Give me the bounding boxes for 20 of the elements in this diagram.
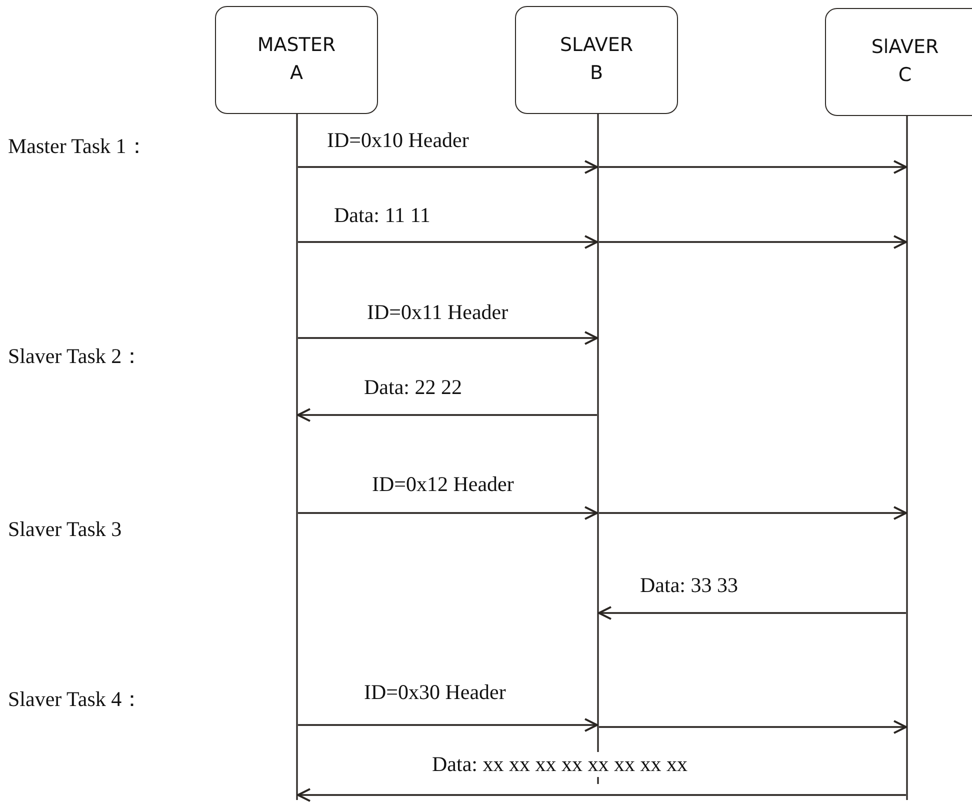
arrow [298,718,598,732]
arrow [599,506,907,520]
edge-label: Data: xx xx xx xx xx xx xx xx [430,752,690,777]
participant-box: SLAVER B [515,6,678,114]
arrow [297,408,597,422]
arrow [598,606,906,620]
arrow [298,331,598,345]
participant-box: SlAVER C [825,8,972,116]
arrow [298,235,598,249]
participant-box: MASTER A [215,6,378,114]
arrow [298,506,598,520]
arrow [298,160,598,174]
task-label: Slaver Task 2： [8,343,143,370]
task-label: Slaver Task 3 [8,517,122,542]
arrow [599,160,907,174]
arrow [599,720,907,734]
arrow [599,235,907,249]
task-label: Slaver Task 4： [8,686,143,713]
task-label: Master Task 1： [8,133,148,160]
arrow [297,788,906,802]
